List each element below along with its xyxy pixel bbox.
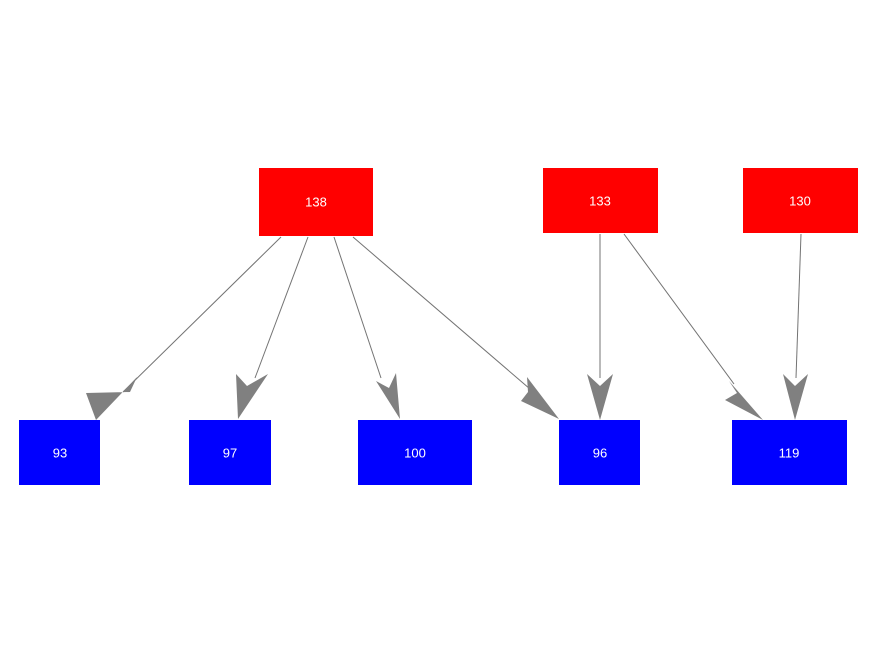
edge-line xyxy=(254,236,309,379)
arrow-head-icon xyxy=(725,381,763,420)
edge-130-119 xyxy=(783,233,808,420)
edge-line xyxy=(333,236,382,379)
node-box[interactable] xyxy=(259,168,373,236)
edge-line xyxy=(623,233,735,385)
source-node-layer: 138 133 130 xyxy=(259,168,858,236)
node-138[interactable]: 138 xyxy=(259,168,373,236)
edge-138-93 xyxy=(86,236,282,420)
node-box[interactable] xyxy=(358,420,472,485)
arrow-head-icon xyxy=(376,373,400,419)
edge-line xyxy=(122,236,282,393)
node-box[interactable] xyxy=(732,420,847,485)
node-label: 93 xyxy=(53,445,67,460)
node-96[interactable]: 96 xyxy=(559,420,640,485)
node-box[interactable] xyxy=(559,420,640,485)
edge-133-119 xyxy=(623,233,763,420)
arrow-head-icon xyxy=(587,374,613,420)
arrow-head-icon xyxy=(86,377,137,420)
arrow-head-icon xyxy=(236,374,268,419)
node-box[interactable] xyxy=(743,168,858,233)
node-label: 100 xyxy=(404,445,426,460)
node-133[interactable]: 133 xyxy=(543,168,658,233)
edge-138-97 xyxy=(236,236,309,419)
edge-line xyxy=(352,236,531,390)
edge-138-96 xyxy=(352,236,559,419)
node-box[interactable] xyxy=(543,168,658,233)
target-node-layer: 93 97 100 96 119 xyxy=(19,420,847,485)
arrow-head-icon xyxy=(783,374,808,420)
edge-layer xyxy=(86,233,808,420)
node-box[interactable] xyxy=(189,420,271,485)
node-label: 97 xyxy=(223,445,237,460)
node-130[interactable]: 130 xyxy=(743,168,858,233)
node-93[interactable]: 93 xyxy=(19,420,100,485)
node-label: 130 xyxy=(789,193,811,208)
node-label: 138 xyxy=(305,194,327,209)
node-box[interactable] xyxy=(19,420,100,485)
edge-line xyxy=(795,233,802,379)
edge-138-100 xyxy=(333,236,400,419)
arrow-head-icon xyxy=(521,377,559,419)
node-119[interactable]: 119 xyxy=(732,420,847,485)
edge-133-96 xyxy=(587,234,613,420)
node-97[interactable]: 97 xyxy=(189,420,271,485)
node-label: 133 xyxy=(589,193,611,208)
node-label: 119 xyxy=(779,445,800,460)
node-label: 96 xyxy=(593,445,607,460)
node-100[interactable]: 100 xyxy=(358,420,472,485)
